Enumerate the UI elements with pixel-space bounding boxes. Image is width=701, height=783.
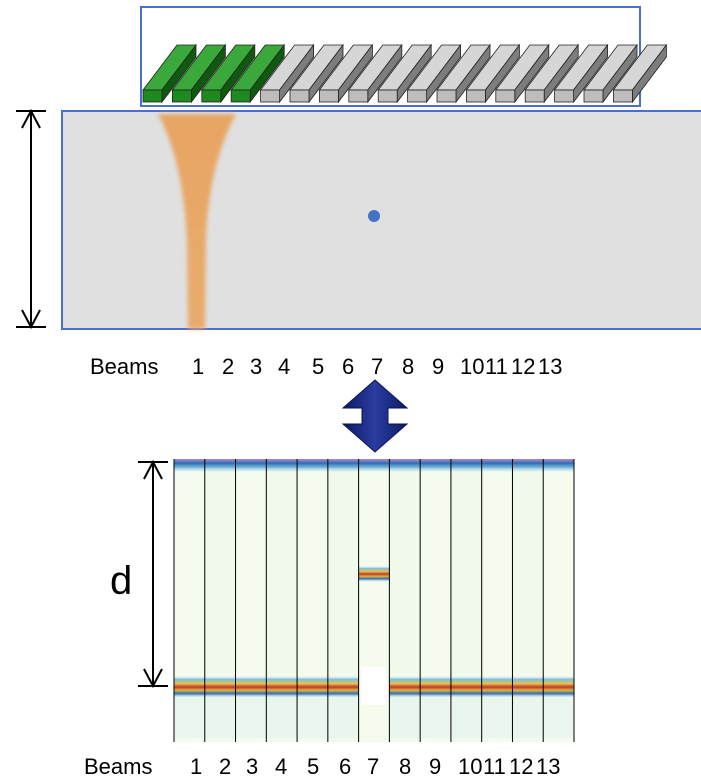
- bottom-echo: [543, 676, 574, 698]
- bmode-column: [481, 459, 513, 742]
- bmode-column: [296, 459, 328, 742]
- bmode-column: [419, 459, 451, 742]
- depth-label: d: [110, 559, 133, 603]
- inactive-element: [318, 43, 374, 104]
- active-element: [230, 43, 286, 104]
- medium-box: [61, 110, 701, 330]
- bmode-image: [173, 459, 575, 742]
- beam-number: 9: [429, 754, 442, 779]
- bottom-echo: [327, 676, 359, 698]
- inactive-element: [553, 43, 609, 104]
- beam-number: 7: [367, 754, 380, 779]
- ultrasound-beam: [158, 114, 236, 329]
- beams-label-bottom: Beams: [84, 754, 153, 779]
- beam-number: 5: [307, 754, 320, 779]
- beam-number: 9: [432, 354, 445, 379]
- beam-number: 13: [536, 754, 561, 779]
- bmode-column: [265, 459, 298, 742]
- beam-number: 10: [460, 354, 485, 379]
- inactive-element: [583, 43, 638, 104]
- bottom-echo: [235, 676, 267, 698]
- shadow-gap: [361, 667, 387, 705]
- bottom-echo: [204, 676, 236, 698]
- bmode-column: [388, 459, 421, 742]
- beam-number: 1: [192, 354, 205, 379]
- beam-number: 3: [250, 354, 263, 379]
- beam-number: 11: [485, 354, 508, 379]
- inactive-element: [494, 43, 550, 104]
- beam-number: 11: [483, 754, 506, 779]
- beam-number: 3: [246, 754, 259, 779]
- inactive-element: [436, 43, 491, 104]
- beam-number: 6: [339, 754, 352, 779]
- bottom-echo: [481, 676, 513, 698]
- beam-number: 2: [219, 754, 232, 779]
- beam-number: 4: [278, 354, 291, 379]
- bmode-column: [235, 459, 267, 742]
- bmode-column: [511, 459, 544, 742]
- bmode-column: [173, 459, 205, 742]
- bmode-column: [204, 459, 236, 742]
- beam-number: 12: [509, 754, 534, 779]
- beam-number: 8: [399, 754, 412, 779]
- beam-number: 10: [458, 754, 483, 779]
- beam-number: 1: [190, 754, 203, 779]
- bottom-echo: [450, 676, 482, 698]
- bottom-echo: [174, 676, 205, 698]
- beam-number: 4: [275, 754, 288, 779]
- inactive-element: [347, 43, 403, 104]
- inactive-element: [465, 43, 521, 104]
- double-arrow: [341, 379, 409, 453]
- beam-number: 8: [402, 354, 415, 379]
- beam-number: 13: [538, 354, 563, 379]
- beam-number: 5: [312, 354, 325, 379]
- target-echo: [358, 566, 390, 582]
- active-element: [171, 43, 227, 104]
- inactive-element: [289, 43, 344, 104]
- inactive-element: [612, 43, 668, 104]
- bottom-echo: [389, 676, 421, 698]
- beams-label-top: Beams: [90, 354, 159, 379]
- bottom-echo: [420, 676, 451, 698]
- active-element: [142, 43, 197, 104]
- bmode-column: [450, 459, 482, 742]
- bottom-echo: [266, 676, 298, 698]
- inactive-element: [406, 43, 462, 104]
- inactive-element: [524, 43, 580, 104]
- bmode-column: [542, 459, 574, 742]
- target-point: [368, 210, 380, 222]
- beam-number: 2: [222, 354, 235, 379]
- beam-number: 6: [342, 354, 355, 379]
- active-element: [200, 43, 256, 104]
- beam-number: 7: [371, 354, 384, 379]
- depth-arrow-top: [16, 108, 46, 330]
- bmode-column: [358, 459, 390, 742]
- inactive-element: [377, 43, 433, 104]
- bmode-column: [327, 459, 359, 742]
- beam-number: 12: [511, 354, 536, 379]
- transducer-array: [142, 43, 668, 104]
- inactive-element: [259, 43, 315, 104]
- bottom-echo: [297, 676, 328, 698]
- depth-arrow-bottom: [138, 459, 168, 689]
- bottom-echo: [512, 676, 544, 698]
